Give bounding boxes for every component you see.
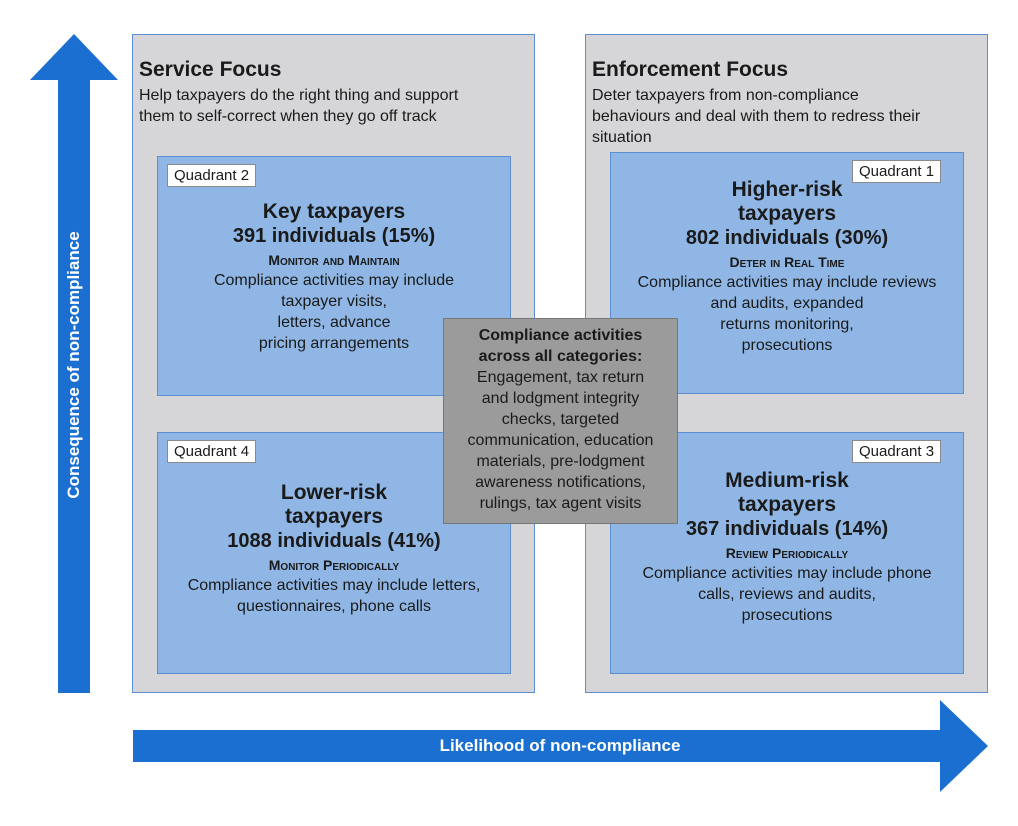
center-desc-line: and lodgment integrity bbox=[481, 390, 640, 407]
quadrant-4-count: 1088 individuals (41%) bbox=[227, 530, 441, 552]
service-focus-title: Service Focus bbox=[139, 58, 282, 81]
quadrant-2-title: Key taxpayers bbox=[262, 200, 406, 223]
center-desc-line: communication, education bbox=[467, 432, 654, 449]
service-focus-desc-line: them to self-correct when they go off tr… bbox=[139, 108, 437, 125]
quadrant-4-desc-line: Compliance activities may include letter… bbox=[187, 577, 481, 594]
quadrant-4-title: Lower-risk bbox=[280, 481, 388, 504]
quadrant-4-desc-line: questionnaires, phone calls bbox=[237, 598, 431, 615]
quadrant-1-desc-line: and audits, expanded bbox=[710, 295, 864, 312]
center-desc-line: awareness notifications, bbox=[475, 474, 646, 491]
service-focus-desc-line: Help taxpayers do the right thing and su… bbox=[139, 87, 459, 104]
quadrant-3-desc-line: Compliance activities may include phone bbox=[642, 565, 932, 582]
quadrant-3-desc-line: calls, reviews and audits, bbox=[698, 586, 876, 603]
quadrant-2-desc-line: Compliance activities may include bbox=[213, 272, 455, 289]
quadrant-2-desc-line: taxpayer visits, bbox=[281, 293, 387, 310]
quadrant-1-label: Quadrant 1 bbox=[852, 160, 942, 183]
quadrant-4-content: Lower-risk taxpayers 1088 individuals (4… bbox=[157, 481, 511, 617]
quadrant-3-desc-line: prosecutions bbox=[741, 607, 833, 624]
x-axis-arrow bbox=[133, 700, 988, 792]
enforcement-focus-title: Enforcement Focus bbox=[592, 58, 789, 81]
enforcement-focus-desc-line: situation bbox=[592, 129, 652, 146]
center-desc-line: materials, pre-lodgment bbox=[476, 453, 645, 470]
quadrant-1-title: Higher-risk bbox=[731, 178, 843, 201]
quadrant-1-content: Higher-risk taxpayers 802 individuals (3… bbox=[610, 178, 964, 356]
quadrant-3-title: taxpayers bbox=[737, 493, 837, 516]
quadrant-2-content: Key taxpayers 391 individuals (15%) Moni… bbox=[157, 200, 511, 354]
quadrant-1-count: 802 individuals (30%) bbox=[685, 227, 889, 249]
quadrant-3-count: 367 individuals (14%) bbox=[685, 518, 889, 540]
quadrant-3-label: Quadrant 3 bbox=[852, 440, 942, 463]
enforcement-focus-desc-line: Deter taxpayers from non-compliance bbox=[592, 87, 859, 104]
quadrant-1-desc-line: Compliance activities may include review… bbox=[637, 274, 937, 291]
quadrant-3-content: Medium-risk taxpayers 367 individuals (1… bbox=[610, 469, 964, 626]
quadrant-2-desc-line: pricing arrangements bbox=[258, 335, 410, 352]
quadrant-2-desc-line: letters, advance bbox=[277, 314, 391, 331]
center-title: across all categories: bbox=[478, 348, 643, 365]
quadrant-2-action: Monitor and Maintain bbox=[268, 252, 400, 268]
center-desc-line: checks, targeted bbox=[501, 411, 620, 428]
y-axis-label: Consequence of non-compliance bbox=[64, 231, 83, 499]
center-desc-line: rulings, tax agent visits bbox=[479, 495, 642, 512]
enforcement-focus-description: Deter taxpayers from non-compliance beha… bbox=[592, 85, 920, 148]
quadrant-4-label: Quadrant 4 bbox=[167, 440, 257, 463]
x-axis-label: Likelihood of non-compliance bbox=[439, 736, 681, 755]
center-desc-line: Engagement, tax return bbox=[476, 369, 645, 386]
center-activities-box: Compliance activities across all categor… bbox=[443, 318, 678, 524]
quadrant-4-action: Monitor Periodically bbox=[268, 557, 400, 573]
y-axis-arrow bbox=[30, 34, 118, 693]
quadrant-4-title: taxpayers bbox=[284, 505, 384, 528]
quadrant-3-title: Medium-risk bbox=[725, 469, 849, 492]
quadrant-2-count: 391 individuals (15%) bbox=[232, 225, 436, 247]
quadrant-1-title: taxpayers bbox=[737, 202, 837, 225]
quadrant-2-label: Quadrant 2 bbox=[167, 164, 257, 187]
center-title: Compliance activities bbox=[478, 327, 643, 344]
quadrant-1-action: Deter in Real Time bbox=[729, 254, 845, 270]
quadrant-1-desc-line: returns monitoring, bbox=[720, 316, 854, 333]
service-focus-description: Help taxpayers do the right thing and su… bbox=[139, 85, 458, 127]
quadrant-1-desc-line: prosecutions bbox=[741, 337, 833, 354]
enforcement-focus-desc-line: behaviours and deal with them to redress… bbox=[592, 108, 921, 125]
quadrant-3-action: Review Periodically bbox=[725, 545, 849, 561]
